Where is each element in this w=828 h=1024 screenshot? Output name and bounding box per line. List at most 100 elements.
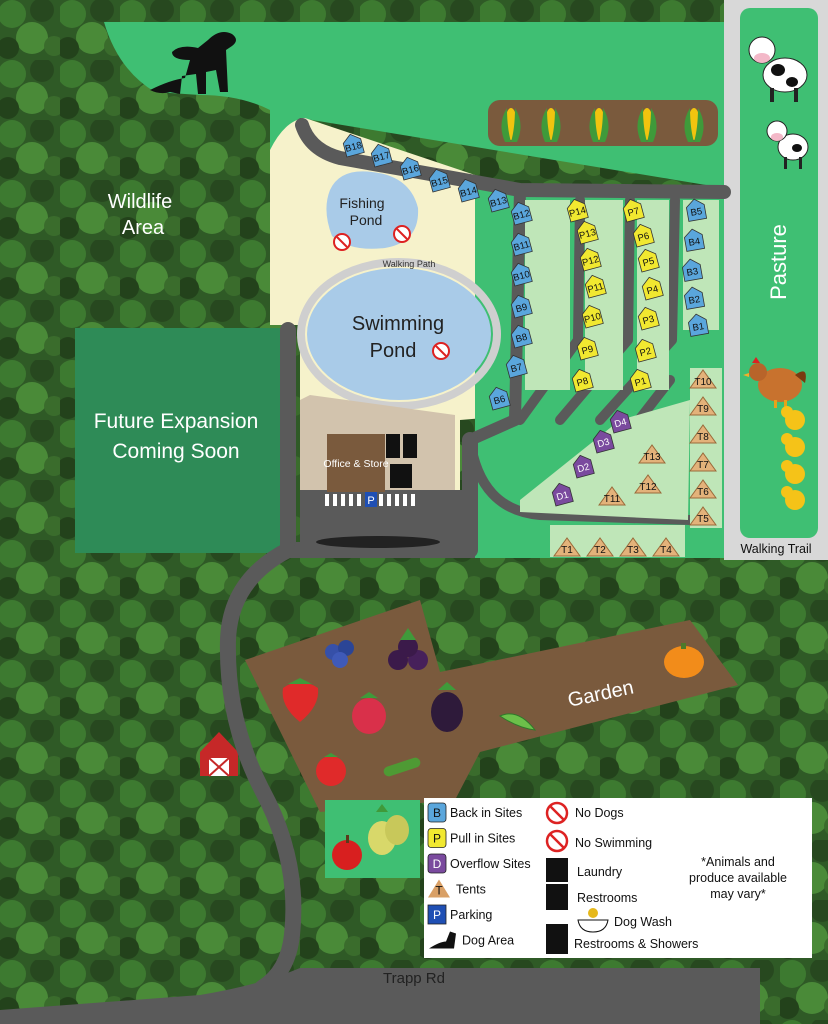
site-b17[interactable]: B17 <box>369 142 393 168</box>
site-p1[interactable]: P1 <box>628 367 652 393</box>
site-p14[interactable]: P14 <box>565 197 589 223</box>
site-label: B17 <box>372 150 391 165</box>
site-label: B9 <box>515 302 529 316</box>
walking-path-ring <box>297 258 501 410</box>
legend-label: Back in Sites <box>450 806 522 820</box>
site-d2[interactable]: D2 <box>571 453 595 479</box>
legend-restrooms-showers-label: Restrooms & Showers <box>574 937 698 951</box>
legend-laundry-icon <box>546 858 568 882</box>
cow-icon <box>748 36 808 102</box>
site-t4[interactable]: T4 <box>652 537 680 557</box>
swimming-pond-label-2: Pond <box>370 340 417 362</box>
site-t5[interactable]: T5 <box>689 506 717 526</box>
site-b12[interactable]: B12 <box>509 200 533 226</box>
site-label: T10 <box>694 377 712 388</box>
site-d1[interactable]: D1 <box>550 481 574 507</box>
site-t3[interactable]: T3 <box>619 537 647 557</box>
site-b15[interactable]: B15 <box>427 167 451 193</box>
legend-tent-icon <box>428 879 450 898</box>
site-p8[interactable]: P8 <box>570 367 594 393</box>
site-label: P12 <box>581 254 600 269</box>
site-b13[interactable]: B13 <box>486 187 510 213</box>
legend-label: Tents <box>456 883 486 897</box>
site-label: B13 <box>489 195 508 210</box>
site-t7[interactable]: T7 <box>689 452 717 472</box>
site-p13[interactable]: P13 <box>575 219 599 245</box>
site-t13[interactable]: T13 <box>638 444 666 464</box>
site-b1[interactable]: B1 <box>687 313 710 337</box>
site-t8[interactable]: T8 <box>689 424 717 444</box>
site-p4[interactable]: P4 <box>640 275 664 301</box>
site-b3[interactable]: B3 <box>681 258 704 282</box>
future-expansion-label-2: Coming Soon <box>112 440 239 463</box>
site-p9[interactable]: P9 <box>575 335 599 361</box>
legend-laundry-label: Laundry <box>577 865 623 879</box>
site-label: B7 <box>510 362 524 376</box>
site-b10[interactable]: B10 <box>509 261 533 287</box>
site-label: B12 <box>512 208 531 223</box>
cucumber-icon <box>383 757 421 777</box>
site-p6[interactable]: P6 <box>631 222 655 248</box>
site-label: P10 <box>583 311 602 326</box>
site-label: T2 <box>594 545 606 556</box>
site-b8[interactable]: B8 <box>509 323 533 349</box>
site-label: B10 <box>512 269 531 284</box>
site-b11[interactable]: B11 <box>509 231 533 257</box>
site-t11[interactable]: T11 <box>598 486 626 506</box>
site-b6[interactable]: B6 <box>487 385 511 411</box>
site-p5[interactable]: P5 <box>636 247 660 273</box>
chicken-icon <box>743 357 806 408</box>
pasture-label: Pasture <box>766 224 791 300</box>
legend-panel <box>424 798 812 958</box>
site-p10[interactable]: P10 <box>580 303 604 329</box>
site-label: D2 <box>576 462 591 476</box>
site-d4[interactable]: D4 <box>608 408 632 434</box>
site-t9[interactable]: T9 <box>689 396 717 416</box>
site-t10[interactable]: T10 <box>689 369 717 389</box>
site-t12[interactable]: T12 <box>634 474 662 494</box>
site-b2[interactable]: B2 <box>683 286 706 310</box>
site-label: P9 <box>581 344 595 358</box>
blackberry-icon <box>388 628 428 670</box>
site-t1[interactable]: T1 <box>553 537 581 557</box>
tomato-icon <box>316 753 346 786</box>
legend-label: Dog Area <box>462 934 514 948</box>
site-d3[interactable]: D3 <box>591 428 615 454</box>
site-label: P6 <box>637 231 651 245</box>
future-expansion-label-1: Future Expansion <box>94 410 259 433</box>
legend-restrooms-icon <box>546 884 568 910</box>
site-p3[interactable]: P3 <box>636 305 660 331</box>
access-road <box>219 542 302 996</box>
legend-no-swimming-icon <box>545 829 569 853</box>
legend-label: Pull in Sites <box>450 832 515 846</box>
dog-icon <box>150 32 236 94</box>
trapp-rd <box>0 968 760 1024</box>
site-p11[interactable]: P11 <box>583 273 607 299</box>
parking-turnaround <box>316 536 440 548</box>
site-t2[interactable]: T2 <box>586 537 614 557</box>
site-b14[interactable]: B14 <box>456 177 480 203</box>
site-b18[interactable]: B18 <box>341 132 365 158</box>
site-b9[interactable]: B9 <box>509 293 533 319</box>
legend-no-swimming-label: No Swimming <box>575 836 652 850</box>
blackberry-icon-2 <box>431 682 463 732</box>
site-b5[interactable]: B5 <box>685 198 708 222</box>
legend-dog-wash-icon <box>577 908 609 933</box>
legend-no-dogs-icon <box>545 801 569 825</box>
parking-icon: P <box>365 492 377 507</box>
site-b4[interactable]: B4 <box>683 228 706 252</box>
site-b16[interactable]: B16 <box>398 155 422 181</box>
site-p7[interactable]: P7 <box>621 197 645 223</box>
site-b7[interactable]: B7 <box>504 353 528 379</box>
site-p2[interactable]: P2 <box>633 337 657 363</box>
site-t6[interactable]: T6 <box>689 479 717 499</box>
legend-restrooms-showers-icon <box>546 924 568 954</box>
wildlife-area-label-2: Area <box>122 217 165 239</box>
site-p12[interactable]: P12 <box>578 246 602 272</box>
restrooms-icon-office <box>386 434 400 458</box>
